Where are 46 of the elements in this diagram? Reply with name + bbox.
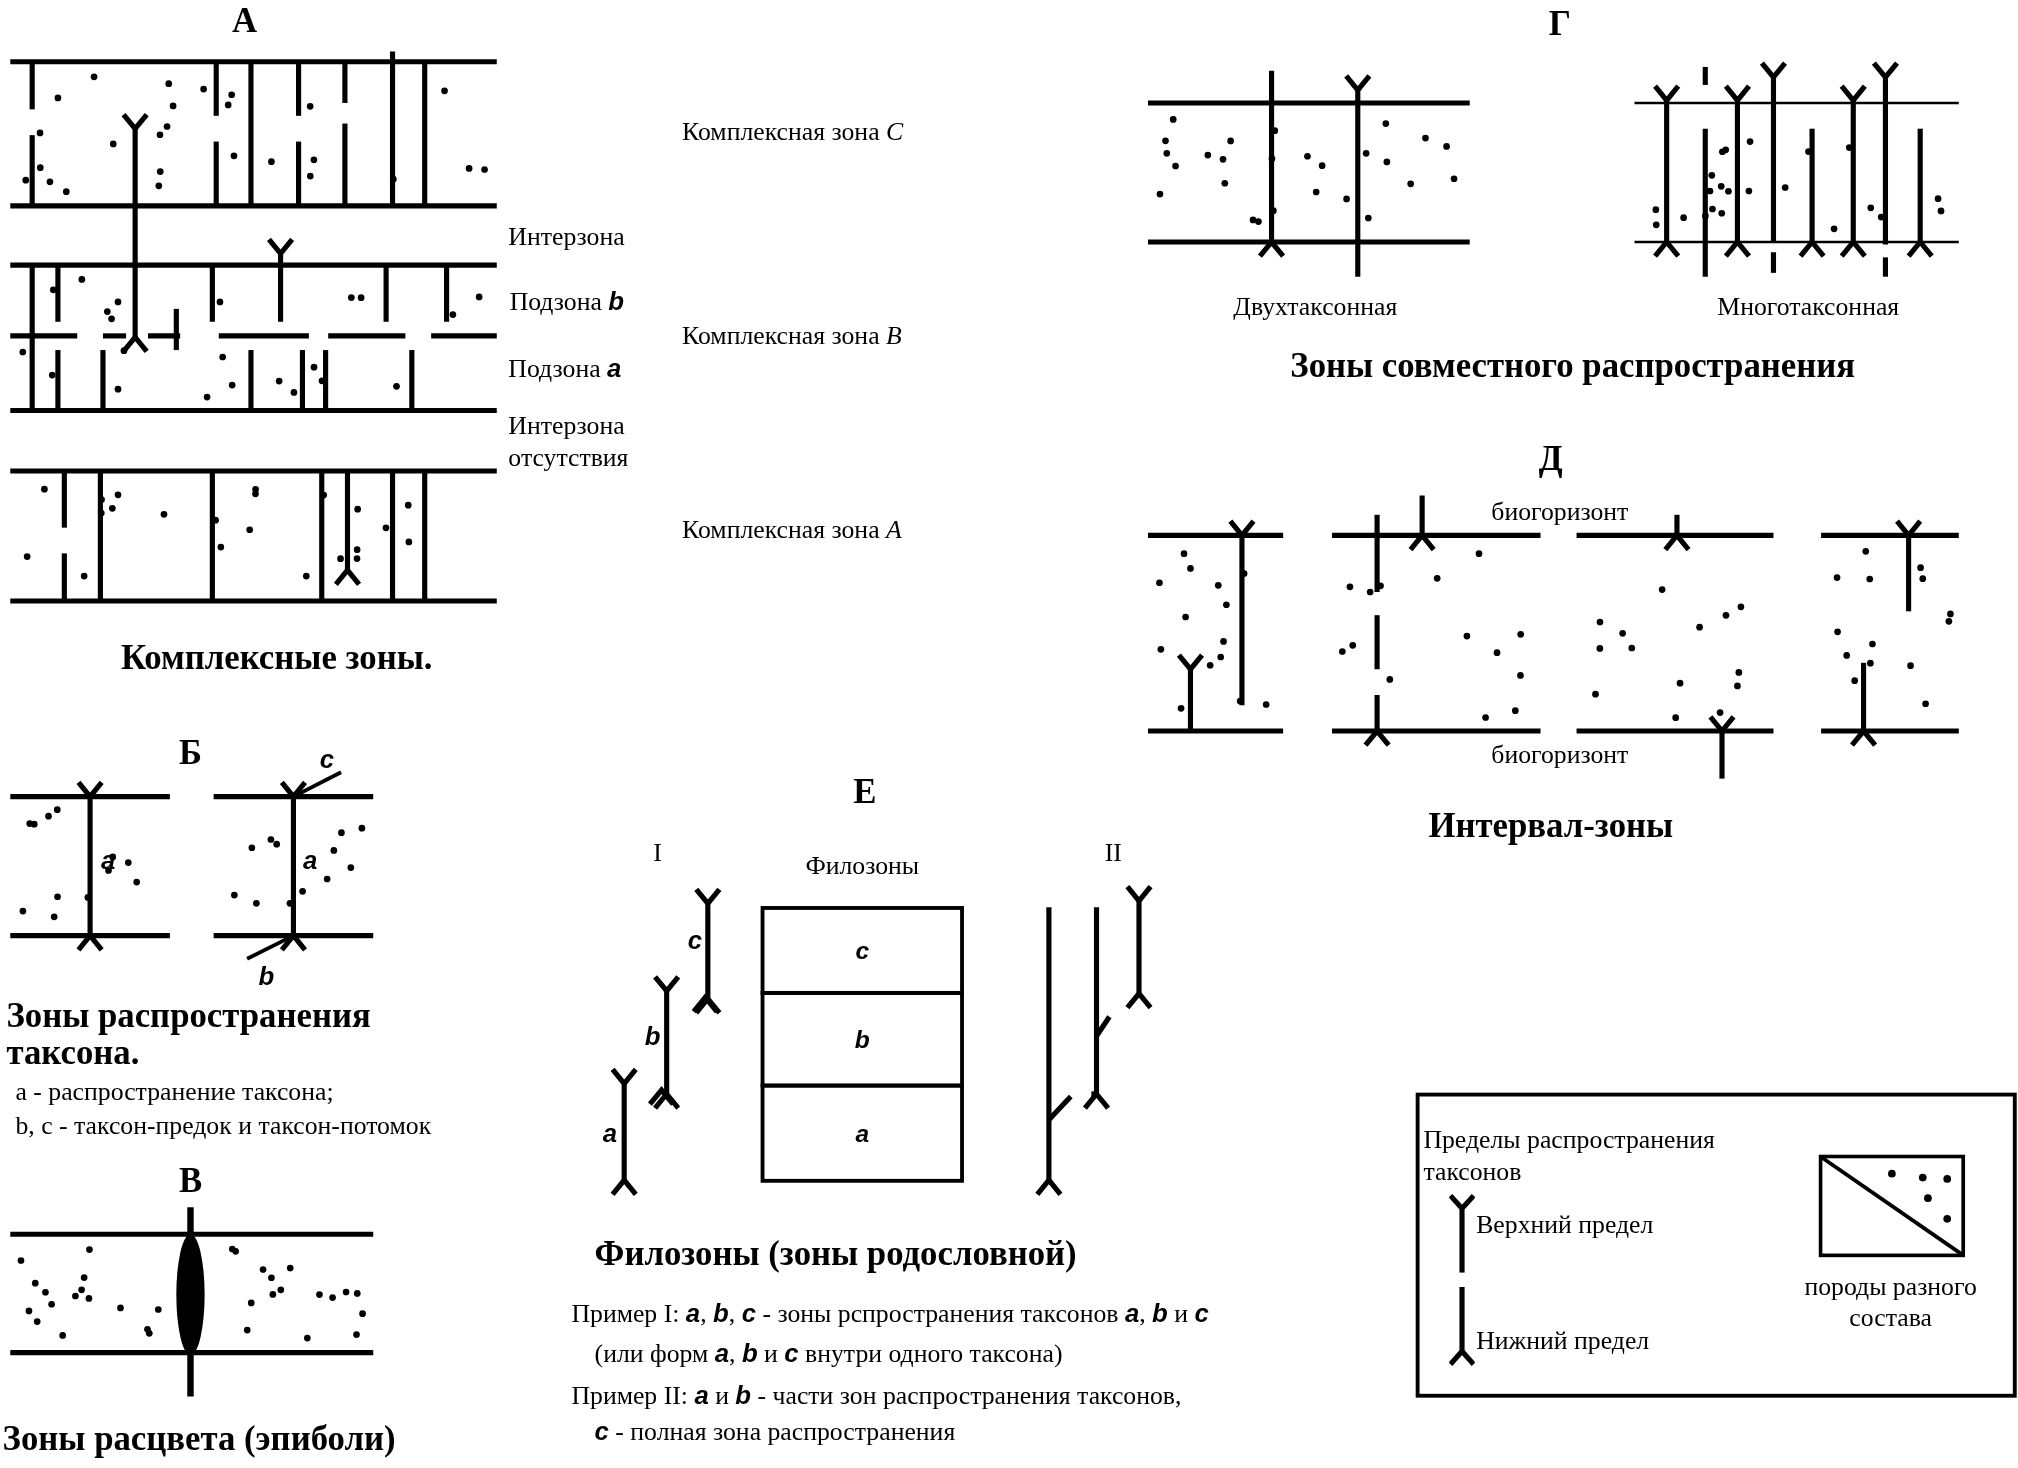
legend-label: Нижний предел — [1476, 1324, 1650, 1356]
zone-label: биогоризонт — [1491, 495, 1629, 527]
example-number: II — [1104, 836, 1122, 868]
panel-letter: Г — [1548, 5, 1571, 43]
zone-label: Интерзона отсутствия — [508, 409, 630, 474]
taxon-letter: a — [602, 1117, 618, 1148]
panel-title: Интервал-зоны — [1428, 806, 1674, 845]
legend-label: породы разного состава — [1803, 1270, 1978, 1333]
taxon-letter: c — [687, 924, 703, 955]
panel-letter: Е — [853, 773, 877, 811]
panel-title: Комплексные зоны. — [120, 639, 433, 677]
panel-letter: А — [232, 2, 258, 40]
note-text: Пример II: a и b - части зон распространения таксонов, — [571, 1379, 1182, 1411]
zone-label: Комплексная зона C — [682, 116, 904, 147]
zone-label: Интерзона — [508, 220, 625, 251]
panel-letter: Д — [1538, 440, 1563, 478]
taxon-letter: a — [303, 844, 318, 876]
legend-heading: Пределы распространения таксонов — [1423, 1123, 1716, 1188]
note-text: b, c - таксон-предок и таксон-потомок — [15, 1109, 432, 1141]
zone-letter: a — [855, 1119, 870, 1148]
column-heading: Филозоны — [805, 849, 920, 881]
example-number: I — [653, 836, 662, 868]
note-text: (или форм a, b и c внутри одного таксона) — [594, 1337, 1063, 1369]
panel-letter: В — [178, 1162, 203, 1200]
panel-title: Зоны распространения таксона. — [6, 997, 372, 1073]
taxon-letter: c — [319, 744, 335, 775]
note-text: a - распространение таксона; — [15, 1076, 334, 1107]
diagram-caption: Двухтаксонная — [1233, 291, 1398, 322]
zone-label: Комплексная зона A — [682, 513, 902, 545]
panel-letter: Б — [179, 734, 202, 773]
zone-letter: b — [854, 1025, 870, 1054]
note-text: Пример I: a, b, c - зоны рспространения таксонов a, b и c — [571, 1297, 1209, 1329]
panel-title: Зоны расцвета (эпиболи) — [2, 1420, 396, 1459]
zone-label: Подзона a — [508, 352, 622, 384]
diagram-caption: Многотаксонная — [1717, 291, 1900, 322]
legend-label: Верхний предел — [1476, 1208, 1654, 1240]
taxon-letter: b — [258, 960, 275, 991]
note-text: c - полная зона распространения — [594, 1416, 956, 1447]
taxon-letter: b — [644, 1020, 661, 1052]
zone-label: Подзона b — [509, 286, 625, 317]
panel-title: Филозоны (зоны родословной) — [594, 1235, 1077, 1273]
zone-label: Комплексная зона B — [682, 319, 902, 351]
zone-label: биогоризонт — [1491, 739, 1629, 770]
panel-title: Зоны совместного распространения — [1290, 347, 1856, 385]
zone-box — [760, 1083, 964, 1183]
zone-letter: c — [855, 936, 870, 965]
